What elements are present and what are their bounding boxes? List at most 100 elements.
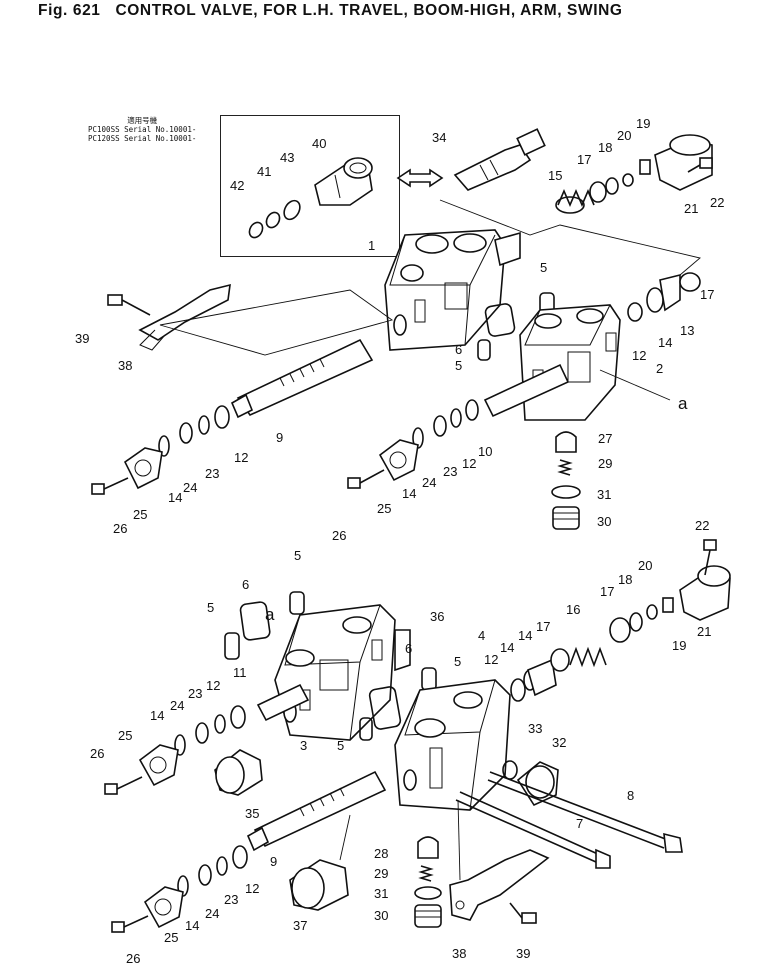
- applicability-note: 適用号機 PC100SS Serial No.10001- PC120SS Se…: [88, 116, 196, 143]
- cover-25-left-top: [123, 447, 163, 490]
- seal-5-low-top: [289, 591, 305, 615]
- label-18: 18: [598, 140, 612, 155]
- label-25d: 25: [164, 930, 178, 945]
- part-17-top: [589, 181, 607, 203]
- label-a: a: [678, 394, 688, 413]
- label-6b: 6: [242, 577, 249, 592]
- part-28: [417, 836, 439, 859]
- label-24: 24: [183, 480, 197, 495]
- part-12-left-top: [214, 405, 230, 429]
- inset-frame: [220, 115, 400, 257]
- label-5e: 5: [454, 654, 461, 669]
- label-20: 20: [617, 128, 631, 143]
- plate-13-low: [527, 658, 557, 697]
- inset-part-40: [314, 157, 373, 206]
- part-27: [555, 431, 577, 453]
- valve-37: [289, 859, 349, 911]
- label-2: 2: [656, 361, 663, 376]
- label-39: 39: [75, 331, 89, 346]
- part-12-mid: [465, 399, 479, 421]
- label-24d: 24: [205, 906, 219, 921]
- label-14e: 14: [150, 708, 164, 723]
- spring-15: [555, 188, 595, 214]
- seal-5-top-b: [477, 339, 491, 361]
- part-17-right: [679, 272, 701, 292]
- label-30: 30: [597, 514, 611, 529]
- label-17d: 17: [536, 619, 550, 634]
- label-9b: 9: [270, 854, 277, 869]
- part-19-low: [662, 597, 674, 613]
- label-28: 28: [374, 846, 388, 861]
- part-12-low-left: [230, 705, 246, 729]
- label-10: 10: [478, 444, 492, 459]
- label-24b: 24: [422, 475, 436, 490]
- label-21b: 21: [697, 624, 711, 639]
- label-14b: 14: [168, 490, 182, 505]
- bolt-26-low-left: [104, 776, 143, 795]
- part-24-left-top: [179, 422, 193, 444]
- label-4: 4: [478, 628, 485, 643]
- part-14-left-top: [158, 435, 170, 457]
- part-19-top: [639, 159, 651, 175]
- seal-5-low-left: [224, 632, 240, 660]
- spool-9-low: [246, 770, 387, 852]
- inset-part-43: [283, 199, 301, 221]
- label-38b: 38: [452, 946, 466, 961]
- label-9: 9: [276, 430, 283, 445]
- part-12-bottom: [232, 845, 248, 869]
- label-6c: 6: [405, 641, 412, 656]
- part-23-left-top: [198, 415, 210, 435]
- valve-body-3: [274, 604, 411, 741]
- part-23-bottom: [216, 856, 228, 876]
- label-22b: 22: [695, 518, 709, 533]
- label-13b: 14: [518, 628, 532, 643]
- label-26b: 26: [332, 528, 346, 543]
- double-arrow: [396, 168, 444, 188]
- figure-number: Fig. 621: [38, 2, 101, 19]
- bolt-39-top: [107, 294, 151, 316]
- label-22: 22: [710, 195, 724, 210]
- label-6: 6: [455, 342, 462, 357]
- spring-29-low: [418, 865, 434, 882]
- bracket-38-low: [449, 849, 550, 921]
- part-20-low: [646, 604, 658, 620]
- seal-6-low-right: [368, 686, 402, 730]
- label-7: 7: [576, 816, 583, 831]
- label-31: 31: [597, 487, 611, 502]
- part-24-mid: [433, 415, 447, 437]
- label-14d: 14: [500, 640, 514, 655]
- label-12b: 12: [234, 450, 248, 465]
- bracket-38-top: [138, 283, 231, 351]
- label-25b: 25: [377, 501, 391, 516]
- guide-line-bracket: [159, 289, 394, 356]
- label-12f: 12: [245, 881, 259, 896]
- label-19b: 19: [672, 638, 686, 653]
- label-30b: 30: [374, 908, 388, 923]
- label-1: 1: [368, 238, 375, 253]
- label-11: 11: [233, 665, 247, 680]
- bolt-22-top: [687, 157, 713, 173]
- label-24c: 24: [170, 698, 184, 713]
- label-38: 38: [118, 358, 132, 373]
- plug-30-low: [414, 904, 442, 928]
- label-29: 29: [598, 456, 612, 471]
- leader-bracket: [457, 799, 461, 881]
- label-25c: 25: [118, 728, 132, 743]
- cover-25-low-left: [138, 744, 179, 787]
- label-14c: 14: [402, 486, 416, 501]
- label-a-low: a: [265, 605, 275, 624]
- label-12e: 12: [206, 678, 220, 693]
- label-8: 8: [627, 788, 634, 803]
- label-14: 14: [658, 335, 672, 350]
- part-20-top: [622, 173, 634, 187]
- plate-13-top: [659, 273, 681, 312]
- figure-title: Fig. 621 CONTROL VALVE, FOR L.H. TRAVEL,…: [38, 2, 623, 20]
- label-13: 13: [680, 323, 694, 338]
- label-17c: 17: [600, 584, 614, 599]
- part-23-low-left: [214, 714, 226, 734]
- label-5c: 5: [294, 548, 301, 563]
- label-27: 27: [598, 431, 612, 446]
- spool-9-top: [230, 338, 374, 419]
- valve-body-1: [384, 229, 521, 351]
- label-23c: 23: [188, 686, 202, 701]
